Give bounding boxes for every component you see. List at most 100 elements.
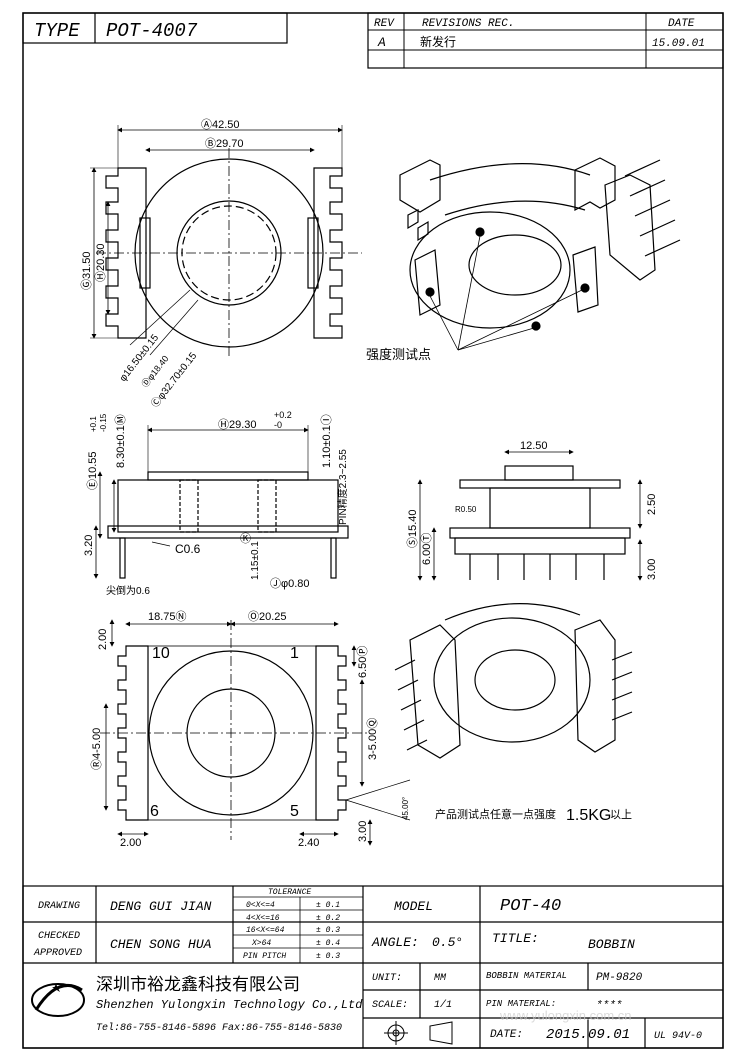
pin-number-6: 6	[150, 803, 159, 820]
dim-6-00: 6.00Ⓣ	[420, 533, 433, 565]
dim-29-30-tol-up: +0.2	[274, 410, 292, 420]
dim-2-00a: 2.00	[97, 629, 109, 650]
approved-name: CHEN SONG HUA	[110, 937, 212, 952]
dim-1-15: 1.15±0.1	[250, 541, 261, 580]
tolerance-label: TOLERANCE	[268, 888, 311, 897]
part-number: POT-4007	[106, 20, 198, 42]
company-contact: Tel:86-755-8146-5896 Fax:86-755-8146-583…	[96, 1022, 342, 1034]
dim-3-5-00: 3-5.00Ⓠ	[366, 718, 379, 760]
model-label: MODEL	[394, 899, 433, 914]
dim-1-10: 1.10±0.1Ⓘ	[320, 414, 333, 468]
dim-4-5-00: Ⓡ4-5.00	[90, 728, 103, 770]
strength-note-suffix: 以上	[610, 808, 632, 821]
dim-2-40: 2.40	[298, 837, 319, 849]
title-value: BOBBIN	[588, 937, 635, 952]
revision-date: 15.09.01	[652, 38, 705, 50]
company-logo	[31, 983, 85, 1017]
projection-symbol-icon	[384, 1021, 453, 1045]
test-points-label: 强度测试点	[366, 347, 431, 362]
date-label-bottom: DATE:	[490, 1029, 523, 1041]
dim-2-50: 2.50	[646, 494, 658, 515]
tolerance-value-2: ± 0.2	[316, 914, 340, 923]
tolerance-range-5: PIN PITCH	[243, 952, 286, 961]
revision-block: REV REVISIONS REC. DATE A 新发行 15.09.01	[367, 12, 724, 69]
title-block	[22, 885, 724, 1049]
dim-3-00a: 3.00	[646, 559, 658, 580]
tolerance-range-1: 0<X<=4	[246, 901, 275, 910]
scale-label: SCALE:	[372, 1000, 408, 1011]
tolerance-value-5: ± 0.3	[316, 952, 340, 961]
dim-10-55: Ⓔ10.55	[86, 451, 99, 490]
dim-2-00b: 2.00	[120, 837, 141, 849]
tolerance-value-3: ± 0.3	[316, 926, 340, 935]
pin-number-1: 1	[290, 645, 299, 662]
revisions-label: REVISIONS REC.	[422, 18, 514, 30]
dim-3-00b: 3.00	[357, 821, 369, 842]
dim-31-50: Ⓖ31.50	[80, 251, 93, 290]
dim-10-55-tol-dn: -0.15	[99, 413, 108, 432]
unit-value: MM	[434, 973, 447, 984]
front-view	[417, 449, 643, 581]
dim-0-80: Ⓙφ0.80	[270, 577, 310, 590]
dim-10-55-tol-up: +0.1	[89, 416, 98, 432]
rev-value: A	[377, 35, 386, 50]
dim-45-deg: 45.00°	[401, 797, 410, 820]
strength-note-value: 1.5KG	[566, 807, 611, 824]
dim-pin-tip: 尖倒为0.6	[106, 584, 150, 597]
iso-view-top	[399, 157, 681, 351]
company-name-en: Shenzhen Yulongxin Technology Co.,Ltd	[96, 998, 363, 1012]
unit-label: UNIT:	[372, 973, 402, 984]
bobbin-material-label: BOBBIN MATERIAL	[486, 971, 567, 981]
tolerance-value-4: ± 0.4	[316, 939, 340, 948]
type-block: TYPE POT-4007	[22, 12, 288, 44]
model-value: POT-40	[500, 897, 561, 916]
date-label: DATE	[668, 18, 695, 30]
dim-32-70: Ⓒφ32.70±0.15	[149, 350, 200, 410]
dim-29-70: Ⓑ29.70	[205, 137, 244, 150]
dim-12-50: 12.50	[520, 440, 548, 452]
tolerance-range-4: X>64	[251, 939, 271, 948]
top-view	[90, 125, 362, 358]
approved-label: APPROVED	[33, 948, 82, 959]
scale-value: 1/1	[434, 999, 452, 1011]
dim-20-25: Ⓞ20.25	[248, 610, 287, 623]
side-view	[93, 425, 349, 579]
dim-c0-6: C0.6	[175, 542, 201, 556]
angle-value: 0.5°	[432, 935, 463, 950]
dim-8-30: 8.30±0.1Ⓜ	[114, 414, 127, 468]
bobbin-material-value: PM-9820	[596, 972, 643, 984]
rev-label: REV	[374, 18, 395, 30]
watermark: www.yulongxin.com.cn	[499, 1008, 632, 1023]
dim-r0-50: R0.50	[455, 505, 477, 514]
dim-18-75: 18.75Ⓝ	[148, 610, 187, 623]
dim-15-40: Ⓢ15.40	[406, 509, 419, 548]
tolerance-value-1: ± 0.1	[316, 901, 340, 910]
strength-note-prefix: 产品测试点任意一点强度	[435, 807, 556, 821]
dim-k: Ⓚ	[240, 532, 251, 545]
revision-text: 新发行	[420, 34, 456, 49]
angle-label: ANGLE:	[371, 935, 419, 950]
dim-3-20: 3.20	[83, 535, 95, 556]
title-label: TITLE:	[492, 931, 539, 946]
type-label: TYPE	[34, 20, 80, 42]
drawing-name: DENG GUI JIAN	[110, 899, 212, 914]
date-value: 2015.09.01	[546, 1027, 630, 1043]
pin-number-5: 5	[290, 803, 299, 820]
ul-rating: UL 94V-0	[654, 1031, 702, 1042]
pin-material-value: ****	[596, 1000, 622, 1012]
dim-pin-2-3: PIN精度2.3~2.55	[336, 449, 349, 525]
dim-6-50: 6.50Ⓟ	[356, 646, 369, 678]
dim-42-50: Ⓐ42.50	[201, 118, 240, 131]
company-name-cn: 深圳市裕龙鑫科技有限公司	[96, 975, 300, 994]
pin-material-label: PIN MATERIAL:	[486, 999, 556, 1009]
tolerance-range-2: 4<X<=16	[246, 914, 280, 923]
dim-20-30: Ⓗ20.30	[94, 243, 107, 282]
iso-view-bottom	[394, 603, 633, 759]
pin-number-10: 10	[152, 645, 170, 662]
bottom-view	[100, 619, 411, 846]
tolerance-range-3: 16<X<=64	[246, 926, 285, 935]
dim-29-30-tol-dn: -0	[274, 420, 282, 430]
dim-29-30: Ⓗ29.30	[218, 418, 257, 431]
checked-label: CHECKED	[38, 931, 80, 942]
